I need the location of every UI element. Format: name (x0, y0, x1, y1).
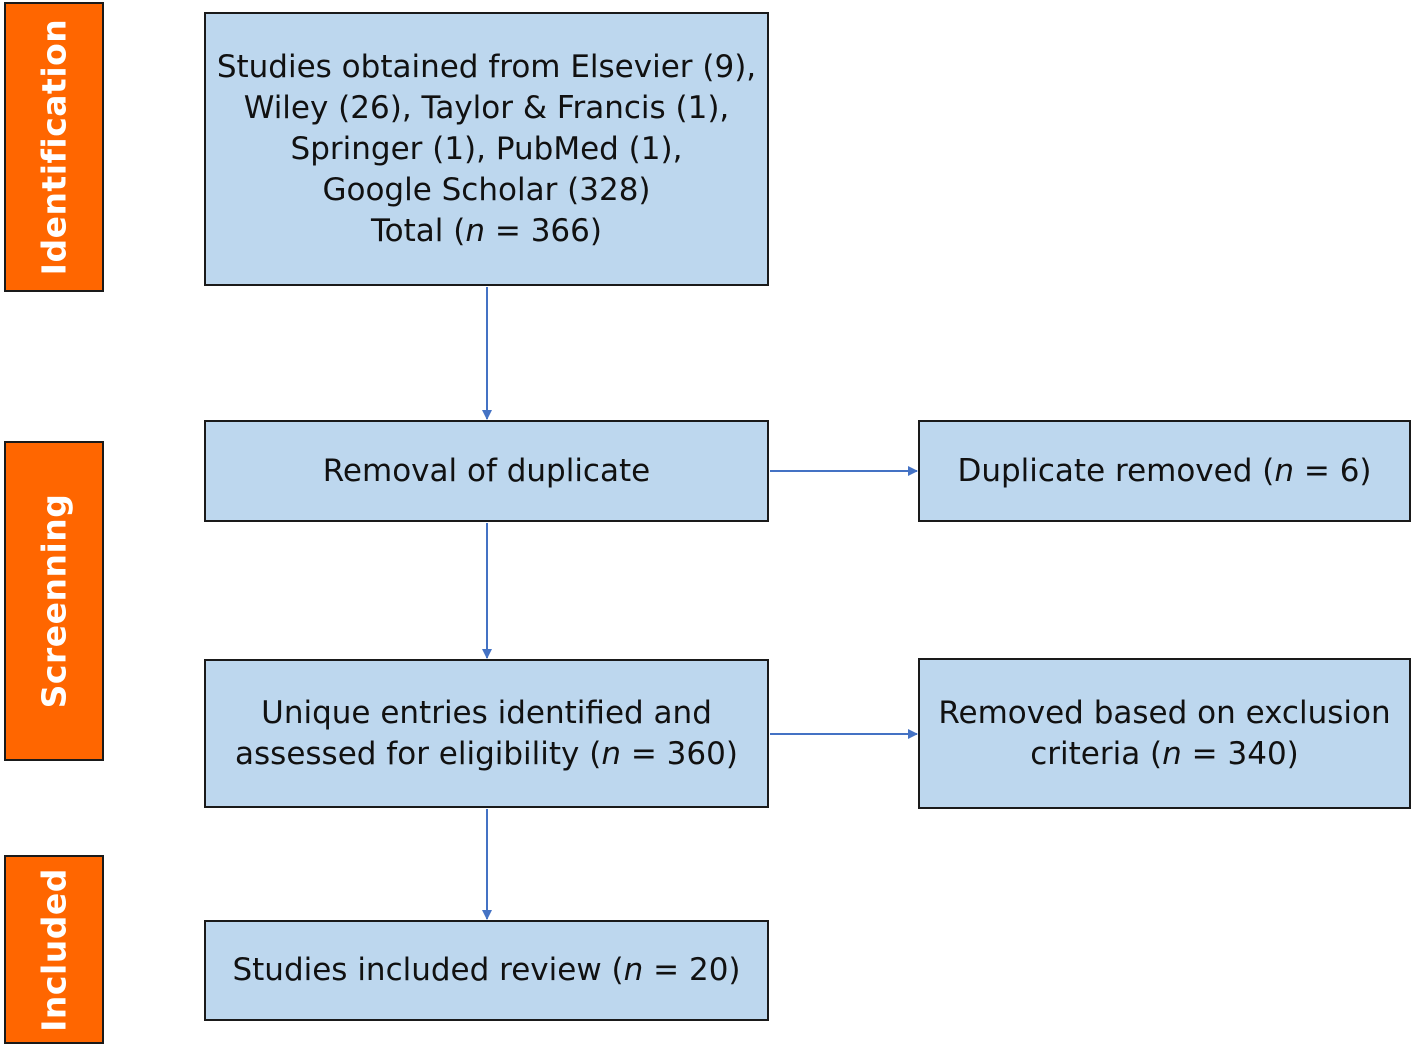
removal-of-duplicate-text: Removal of duplicate (322, 452, 651, 489)
removal-of-duplicate-box: Removal of duplicate (204, 420, 769, 522)
stage-identification: Identification (4, 2, 104, 292)
removed-exclusion-line-1: Removed based on exclusion (938, 694, 1391, 731)
n-symbol: n (1162, 735, 1182, 772)
studies-obtained-line-1: Studies obtained from Elsevier (9), (216, 48, 757, 85)
n-symbol: n (1274, 452, 1295, 489)
unique-entries-prefix: assessed for eligibility ( (235, 735, 602, 772)
removed-exclusion-suffix: = 340) (1181, 735, 1299, 772)
unique-entries-line-1: Unique entries identified and (261, 694, 712, 731)
studies-included-text: Studies included review (n = 20) (232, 950, 740, 991)
studies-included-box: Studies included review (n = 20) (204, 920, 769, 1021)
removed-exclusion-line-2: criteria (n = 340) (1030, 734, 1299, 775)
removed-exclusion-box: Removed based on exclusion criteria (n =… (918, 658, 1411, 809)
studies-obtained-line-3: Springer (1), PubMed (1), (290, 130, 683, 167)
studies-included-prefix: Studies included review ( (232, 952, 624, 988)
total-prefix: Total ( (371, 212, 466, 249)
n-symbol: n (465, 212, 486, 249)
stage-identification-label: Identification (34, 18, 74, 276)
studies-included-suffix: = 20) (643, 952, 741, 988)
unique-entries-suffix: = 360) (621, 735, 738, 772)
stage-screening-label: Screenning (34, 493, 74, 709)
stage-included-label: Included (34, 867, 74, 1032)
total-suffix: = 366) (485, 212, 602, 249)
unique-entries-box: Unique entries identified and assessed f… (204, 659, 769, 808)
n-symbol: n (601, 735, 621, 772)
studies-obtained-box: Studies obtained from Elsevier (9), Wile… (204, 12, 769, 286)
studies-obtained-line-4: Google Scholar (328) (322, 171, 651, 208)
stage-screening: Screenning (4, 441, 104, 761)
removed-exclusion-prefix: criteria ( (1030, 735, 1163, 772)
stage-included: Included (4, 855, 104, 1044)
duplicate-removed-text: Duplicate removed (n = 6) (957, 451, 1371, 492)
unique-entries-line-2: assessed for eligibility (n = 360) (235, 734, 738, 775)
n-symbol: n (623, 952, 644, 988)
duplicate-removed-prefix: Duplicate removed ( (957, 452, 1275, 489)
studies-obtained-line-2: Wiley (26), Taylor & Francis (1), (243, 89, 730, 126)
studies-obtained-total: Total (n = 366) (371, 211, 602, 252)
duplicate-removed-box: Duplicate removed (n = 6) (918, 420, 1411, 522)
duplicate-removed-suffix: = 6) (1294, 452, 1372, 489)
